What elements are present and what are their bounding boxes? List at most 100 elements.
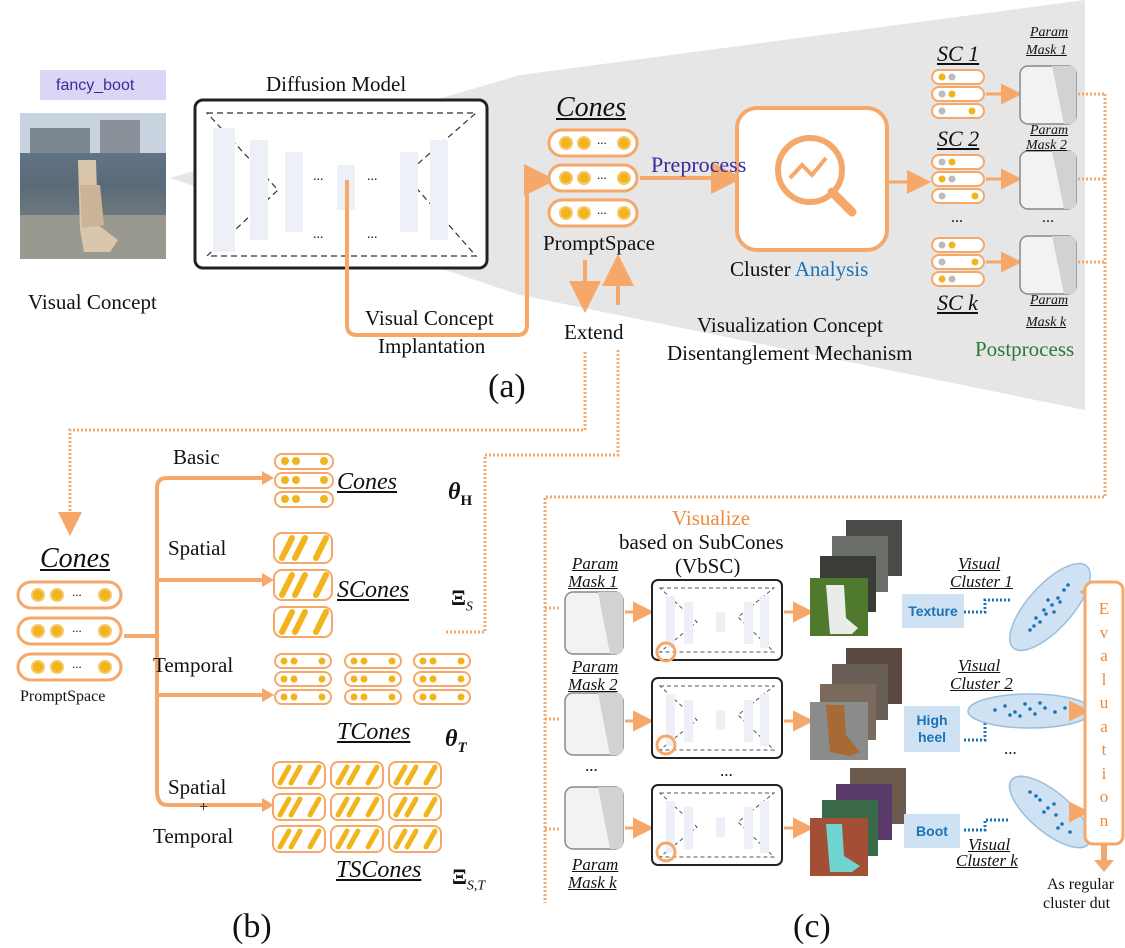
param-mask1-a-2: Mask 1: [1026, 43, 1067, 58]
evaluation-letter: a: [1100, 646, 1108, 665]
xi-st-sym: Ξ: [452, 864, 467, 889]
theta-t-sym: θ: [445, 726, 458, 752]
implant-label-2: Implantation: [378, 334, 486, 358]
theta-t-sub: T: [457, 739, 467, 756]
param-maskk-a-2: Mask k: [1026, 315, 1067, 330]
image-stack-1: [810, 520, 902, 636]
cones-dots-b1: ...: [72, 584, 82, 599]
branch-temporal2: Temporal: [153, 824, 234, 848]
branch-temporal: Temporal: [153, 653, 234, 677]
evaluation-letter: u: [1099, 693, 1109, 712]
boot-text: Boot: [916, 823, 948, 839]
theta-h-sym: θ: [448, 479, 461, 505]
param-mask2-a-1: Param: [1030, 123, 1069, 138]
cluster-dots: ...: [1004, 739, 1017, 758]
scones-out: SCones: [337, 577, 409, 603]
diffusion-dots-c: ...: [720, 761, 733, 780]
param-mask1-c-2: Mask 1: [568, 572, 618, 591]
param-mask2-c-1: Param: [572, 657, 619, 676]
param-maskk-c-1: Param: [572, 855, 619, 874]
tcones-out: TCones: [337, 719, 411, 745]
label-c: (c): [793, 908, 831, 945]
cones-out: Cones: [337, 469, 397, 495]
tcones-icons: [274, 653, 471, 705]
branch-spatial2: Spatial: [168, 775, 227, 799]
implant-label-1: Visual Concept: [365, 306, 494, 330]
extend-label: Extend: [564, 320, 624, 344]
high-text: High: [916, 712, 948, 729]
sck-label: SC k: [937, 290, 978, 315]
theta-h: θH: [448, 480, 472, 509]
sc-groups: [931, 69, 985, 287]
label-b: (b): [232, 908, 272, 945]
based-on-label: based on SubCones: [619, 530, 784, 554]
regular-2: cluster dut: [1043, 895, 1111, 912]
analysis-word: Analysis: [794, 257, 869, 281]
cones-title-b: Cones: [40, 543, 110, 574]
dm-dots-3: ...: [313, 227, 324, 242]
mask-dots-c: ...: [585, 756, 598, 775]
evaluation-letter: i: [1101, 763, 1107, 783]
regular-1: As regular: [1047, 876, 1115, 893]
cluster-analysis-icon: [735, 106, 889, 252]
cluster-analysis-label: Cluster Analysis: [730, 259, 868, 280]
xi-st: ΞS,T: [452, 866, 485, 893]
preprocess-label: Preprocess: [651, 152, 747, 177]
prompt-space-b: PromptSpace: [20, 688, 106, 705]
sc2-label: SC 2: [937, 126, 980, 151]
theta-h-sub: H: [460, 492, 473, 509]
evaluation-letter: a: [1100, 716, 1108, 736]
vbsc-label: (VbSC): [675, 554, 741, 578]
evaluation-letter: v: [1099, 622, 1109, 642]
dm-dots-1: ...: [313, 169, 324, 184]
cones-title-a: Cones: [556, 92, 626, 123]
texture-text: Texture: [908, 603, 958, 619]
boot-tag: Boot: [904, 814, 960, 848]
diffusion-boxes-c: [651, 579, 783, 866]
xi-s: ΞS: [451, 587, 473, 614]
param-maskk-c-2: Mask k: [568, 873, 617, 892]
param-mask2-a-2: Mask 2: [1026, 138, 1067, 153]
evaluation-letter: E: [1098, 599, 1110, 618]
param-maskk-a-1: Param: [1030, 293, 1069, 308]
evaluation-letter: l: [1101, 669, 1107, 689]
xi-st-sub: S,T: [466, 878, 486, 894]
xi-s-sub: S: [465, 599, 473, 615]
param-mask1-a-1: Param: [1030, 25, 1069, 40]
cones-dots-a2: ...: [597, 167, 607, 182]
mask-dots-a: ...: [1042, 209, 1054, 226]
xi-s-sym: Ξ: [451, 585, 466, 610]
evaluation-letter: o: [1099, 787, 1109, 806]
postprocess-label: Postprocess: [975, 337, 1075, 361]
label-a: (a): [488, 368, 526, 405]
visual-concept-label: Visual Concept: [28, 290, 157, 314]
evaluation-letter: n: [1099, 810, 1109, 830]
dm-dots-2: ...: [367, 169, 378, 184]
image-stack-2: [810, 648, 902, 760]
visual-clusterk-2: Cluster k: [956, 851, 1018, 870]
visual-cluster1-1: Visual: [958, 554, 1001, 573]
dm-dots-4: ...: [367, 227, 378, 242]
evaluation-letter: t: [1101, 740, 1107, 759]
visual-cluster2-1: Visual: [958, 656, 1001, 675]
diffusion-model-title: Diffusion Model: [266, 72, 407, 96]
visual-clusterk-1: Visual: [968, 835, 1011, 854]
vcd-label-2: Disentanglement Mechanism: [667, 341, 913, 365]
visual-cluster1-2: Cluster 1: [950, 572, 1013, 591]
param-masks-a: [1019, 65, 1077, 295]
sc-dots: ...: [951, 209, 963, 226]
cones-dots-b3: ...: [72, 656, 82, 671]
concept-tag-label: fancy_boot: [56, 77, 135, 94]
visualize-label: Visualize: [672, 506, 751, 530]
image-stack-3: [810, 768, 906, 876]
sc1-label: SC 1: [937, 41, 980, 66]
concept-tag: [40, 70, 166, 100]
vcd-label-1: Visualization Concept: [697, 313, 883, 337]
cones-dots-b2: ...: [72, 620, 82, 635]
cones-prompt-a: [547, 128, 639, 228]
cluster-word: Cluster: [730, 257, 795, 281]
boot-photo: [20, 113, 166, 259]
theta-t: θT: [445, 727, 467, 756]
